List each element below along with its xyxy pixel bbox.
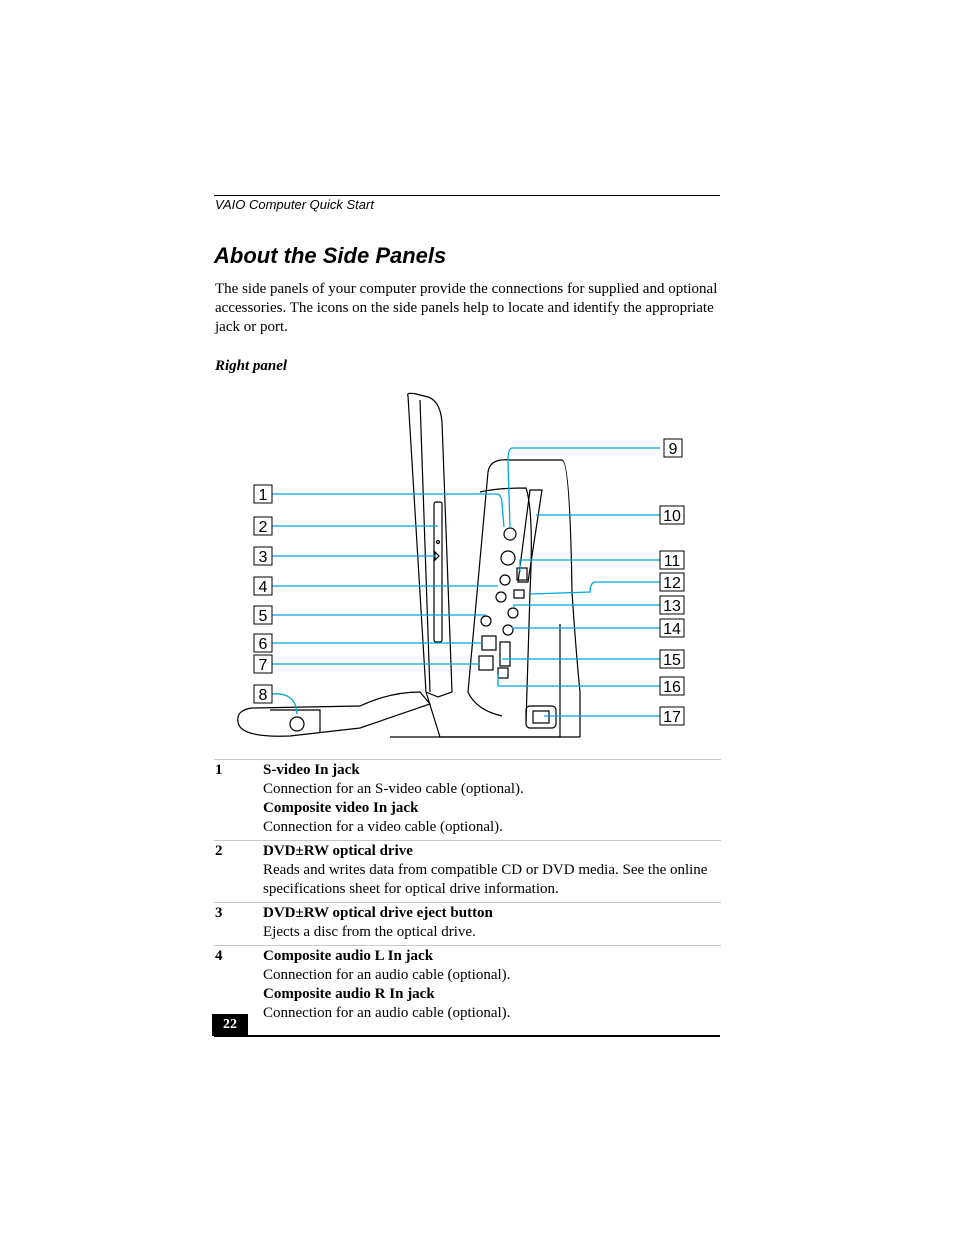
list-item: 4 Composite audio L In jack Connection f… (214, 945, 721, 1026)
svg-text:12: 12 (663, 575, 681, 592)
figure-subheading: Right panel (215, 358, 288, 374)
item-number: 4 (215, 948, 223, 964)
svg-text:5: 5 (259, 608, 268, 625)
computer-illustration (237, 392, 581, 738)
item-description: Connection for a video cable (optional). (263, 819, 503, 835)
item-title: DVD±RW optical drive (263, 843, 413, 859)
svg-text:15: 15 (663, 652, 681, 669)
item-description: Ejects a disc from the optical drive. (263, 924, 476, 940)
intro-paragraph: The side panels of your computer provide… (215, 281, 718, 335)
callout-14: 14 (659, 618, 685, 638)
callout-10: 10 (659, 505, 685, 525)
callout-2: 2 (253, 516, 273, 536)
right-panel-diagram: 1 2 3 4 5 6 7 8 9 10 11 12 13 14 15 16 1… (237, 392, 685, 738)
svg-text:2: 2 (259, 519, 268, 536)
svg-text:14: 14 (663, 621, 681, 638)
svg-text:17: 17 (663, 709, 681, 726)
header-rule (214, 195, 720, 196)
item-description: Connection for an audio cable (optional)… (263, 1005, 511, 1021)
svg-text:4: 4 (259, 579, 268, 596)
callout-leaders (271, 447, 660, 717)
list-item: 2 DVD±RW optical drive Reads and writes … (214, 840, 721, 902)
callout-4: 4 (253, 576, 273, 596)
callout-labels: 1 2 3 4 5 6 7 8 9 10 11 12 13 14 15 16 1… (253, 438, 685, 726)
page-number: 22 (212, 1014, 248, 1036)
svg-text:10: 10 (663, 508, 681, 525)
footer-rule (214, 1035, 720, 1037)
callout-7: 7 (253, 654, 273, 674)
item-title: Composite audio R In jack (263, 986, 435, 1002)
callout-9: 9 (663, 438, 683, 458)
item-title: S-video In jack (263, 762, 360, 778)
item-title: Composite audio L In jack (263, 948, 434, 964)
callout-5: 5 (253, 605, 273, 625)
callout-6: 6 (253, 633, 273, 653)
callout-15: 15 (659, 649, 685, 669)
item-number: 3 (215, 905, 223, 921)
list-item: 1 S-video In jack Connection for an S-vi… (214, 759, 721, 840)
svg-text:11: 11 (664, 553, 681, 570)
callout-11: 11 (659, 550, 685, 570)
item-description: Connection for an audio cable (optional)… (263, 967, 511, 983)
section-title: About the Side Panels (214, 243, 447, 268)
callout-13: 13 (659, 595, 685, 615)
svg-text:6: 6 (259, 636, 268, 653)
item-title: DVD±RW optical drive eject button (263, 905, 493, 921)
callout-1: 1 (253, 484, 273, 504)
svg-text:16: 16 (663, 679, 681, 696)
svg-text:3: 3 (259, 549, 268, 566)
callout-3: 3 (253, 546, 273, 566)
svg-text:9: 9 (669, 441, 678, 458)
svg-text:7: 7 (259, 657, 268, 674)
running-header: VAIO Computer Quick Start (215, 197, 374, 212)
item-list: 1 S-video In jack Connection for an S-vi… (214, 759, 721, 1026)
list-item: 3 DVD±RW optical drive eject button Ejec… (214, 902, 721, 945)
svg-text:1: 1 (259, 487, 268, 504)
item-description: Connection for an S-video cable (optiona… (263, 781, 524, 797)
item-description: Reads and writes data from compatible CD… (263, 862, 708, 897)
svg-text:8: 8 (259, 687, 268, 704)
callout-8: 8 (253, 684, 273, 704)
item-number: 1 (215, 762, 223, 778)
callout-12: 12 (659, 572, 685, 592)
callout-16: 16 (659, 676, 685, 696)
callout-17: 17 (659, 706, 685, 726)
item-title: Composite video In jack (263, 800, 419, 816)
svg-text:13: 13 (663, 598, 681, 615)
item-number: 2 (215, 843, 223, 859)
